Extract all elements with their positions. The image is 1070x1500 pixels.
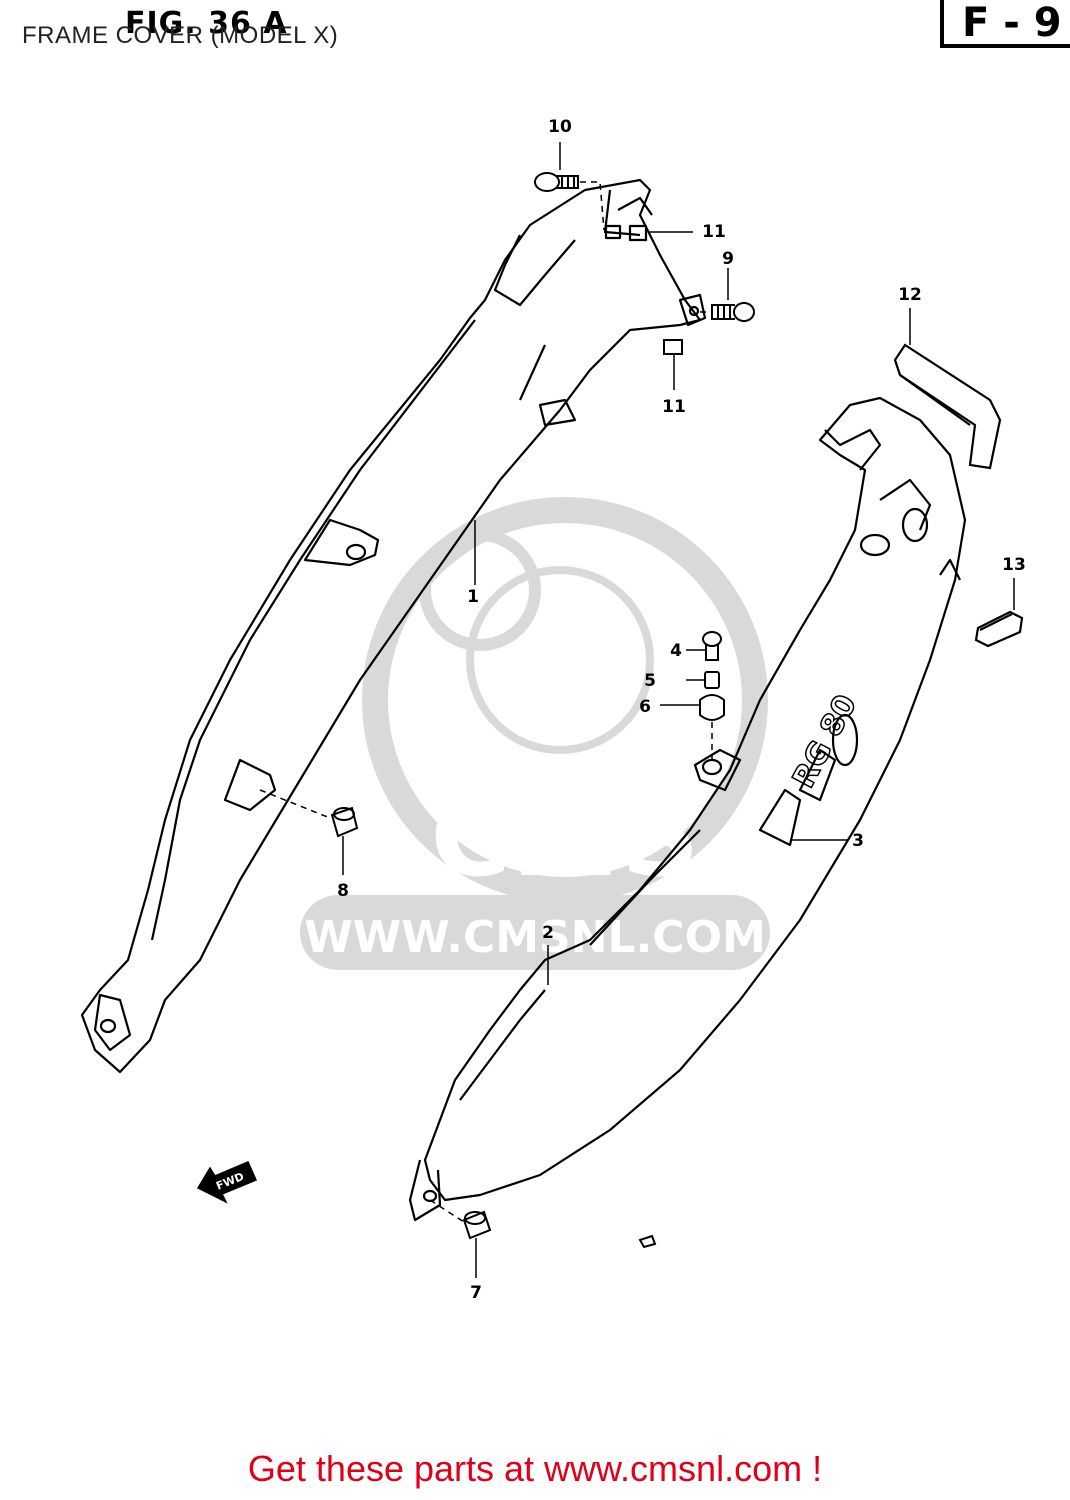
- hardware-parts: [330, 172, 755, 1249]
- callout-2: 2: [542, 923, 554, 943]
- callout-1: 1: [467, 587, 479, 607]
- watermark-url: WWW.CMSNL.COM: [304, 912, 766, 963]
- page-code-box: F - 9: [940, 0, 1070, 48]
- callout-13: 13: [1002, 555, 1026, 575]
- part-12-strip: [893, 343, 1002, 470]
- page-code: F - 9: [962, 0, 1062, 46]
- part-13-pad: [974, 610, 1024, 648]
- callout-10: 10: [548, 117, 572, 137]
- fwd-arrow-icon: FWD: [196, 1161, 257, 1204]
- callouts: 10 11 9 11 12 13 1 4 5 6 3 8 2 7: [337, 117, 1026, 1303]
- model-badge: RG 80: [786, 689, 864, 794]
- callout-11a: 11: [702, 222, 726, 242]
- watermark-brand: CMS: [430, 773, 699, 901]
- callout-6: 6: [639, 697, 651, 717]
- callout-3: 3: [852, 831, 864, 851]
- watermark: CMS WWW.CMSNL.COM: [300, 497, 770, 970]
- figure-number: FIG. 36 A: [125, 6, 288, 41]
- assembly-lines: [259, 181, 713, 1223]
- callout-4: 4: [670, 641, 682, 661]
- callout-12: 12: [898, 285, 922, 305]
- leader-lines: [342, 142, 1015, 1278]
- callout-11b: 11: [662, 397, 686, 417]
- frame-cover-left: [80, 178, 707, 1074]
- callout-9: 9: [722, 249, 734, 269]
- callout-5: 5: [644, 671, 656, 691]
- callout-8: 8: [337, 881, 349, 901]
- diagram-title: FRAME COVER (MODEL X): [22, 22, 339, 49]
- callout-7: 7: [470, 1283, 482, 1303]
- frame-cover-right: [408, 396, 967, 1222]
- footer-link[interactable]: Get these parts at www.cmsnl.com !: [247, 1448, 823, 1489]
